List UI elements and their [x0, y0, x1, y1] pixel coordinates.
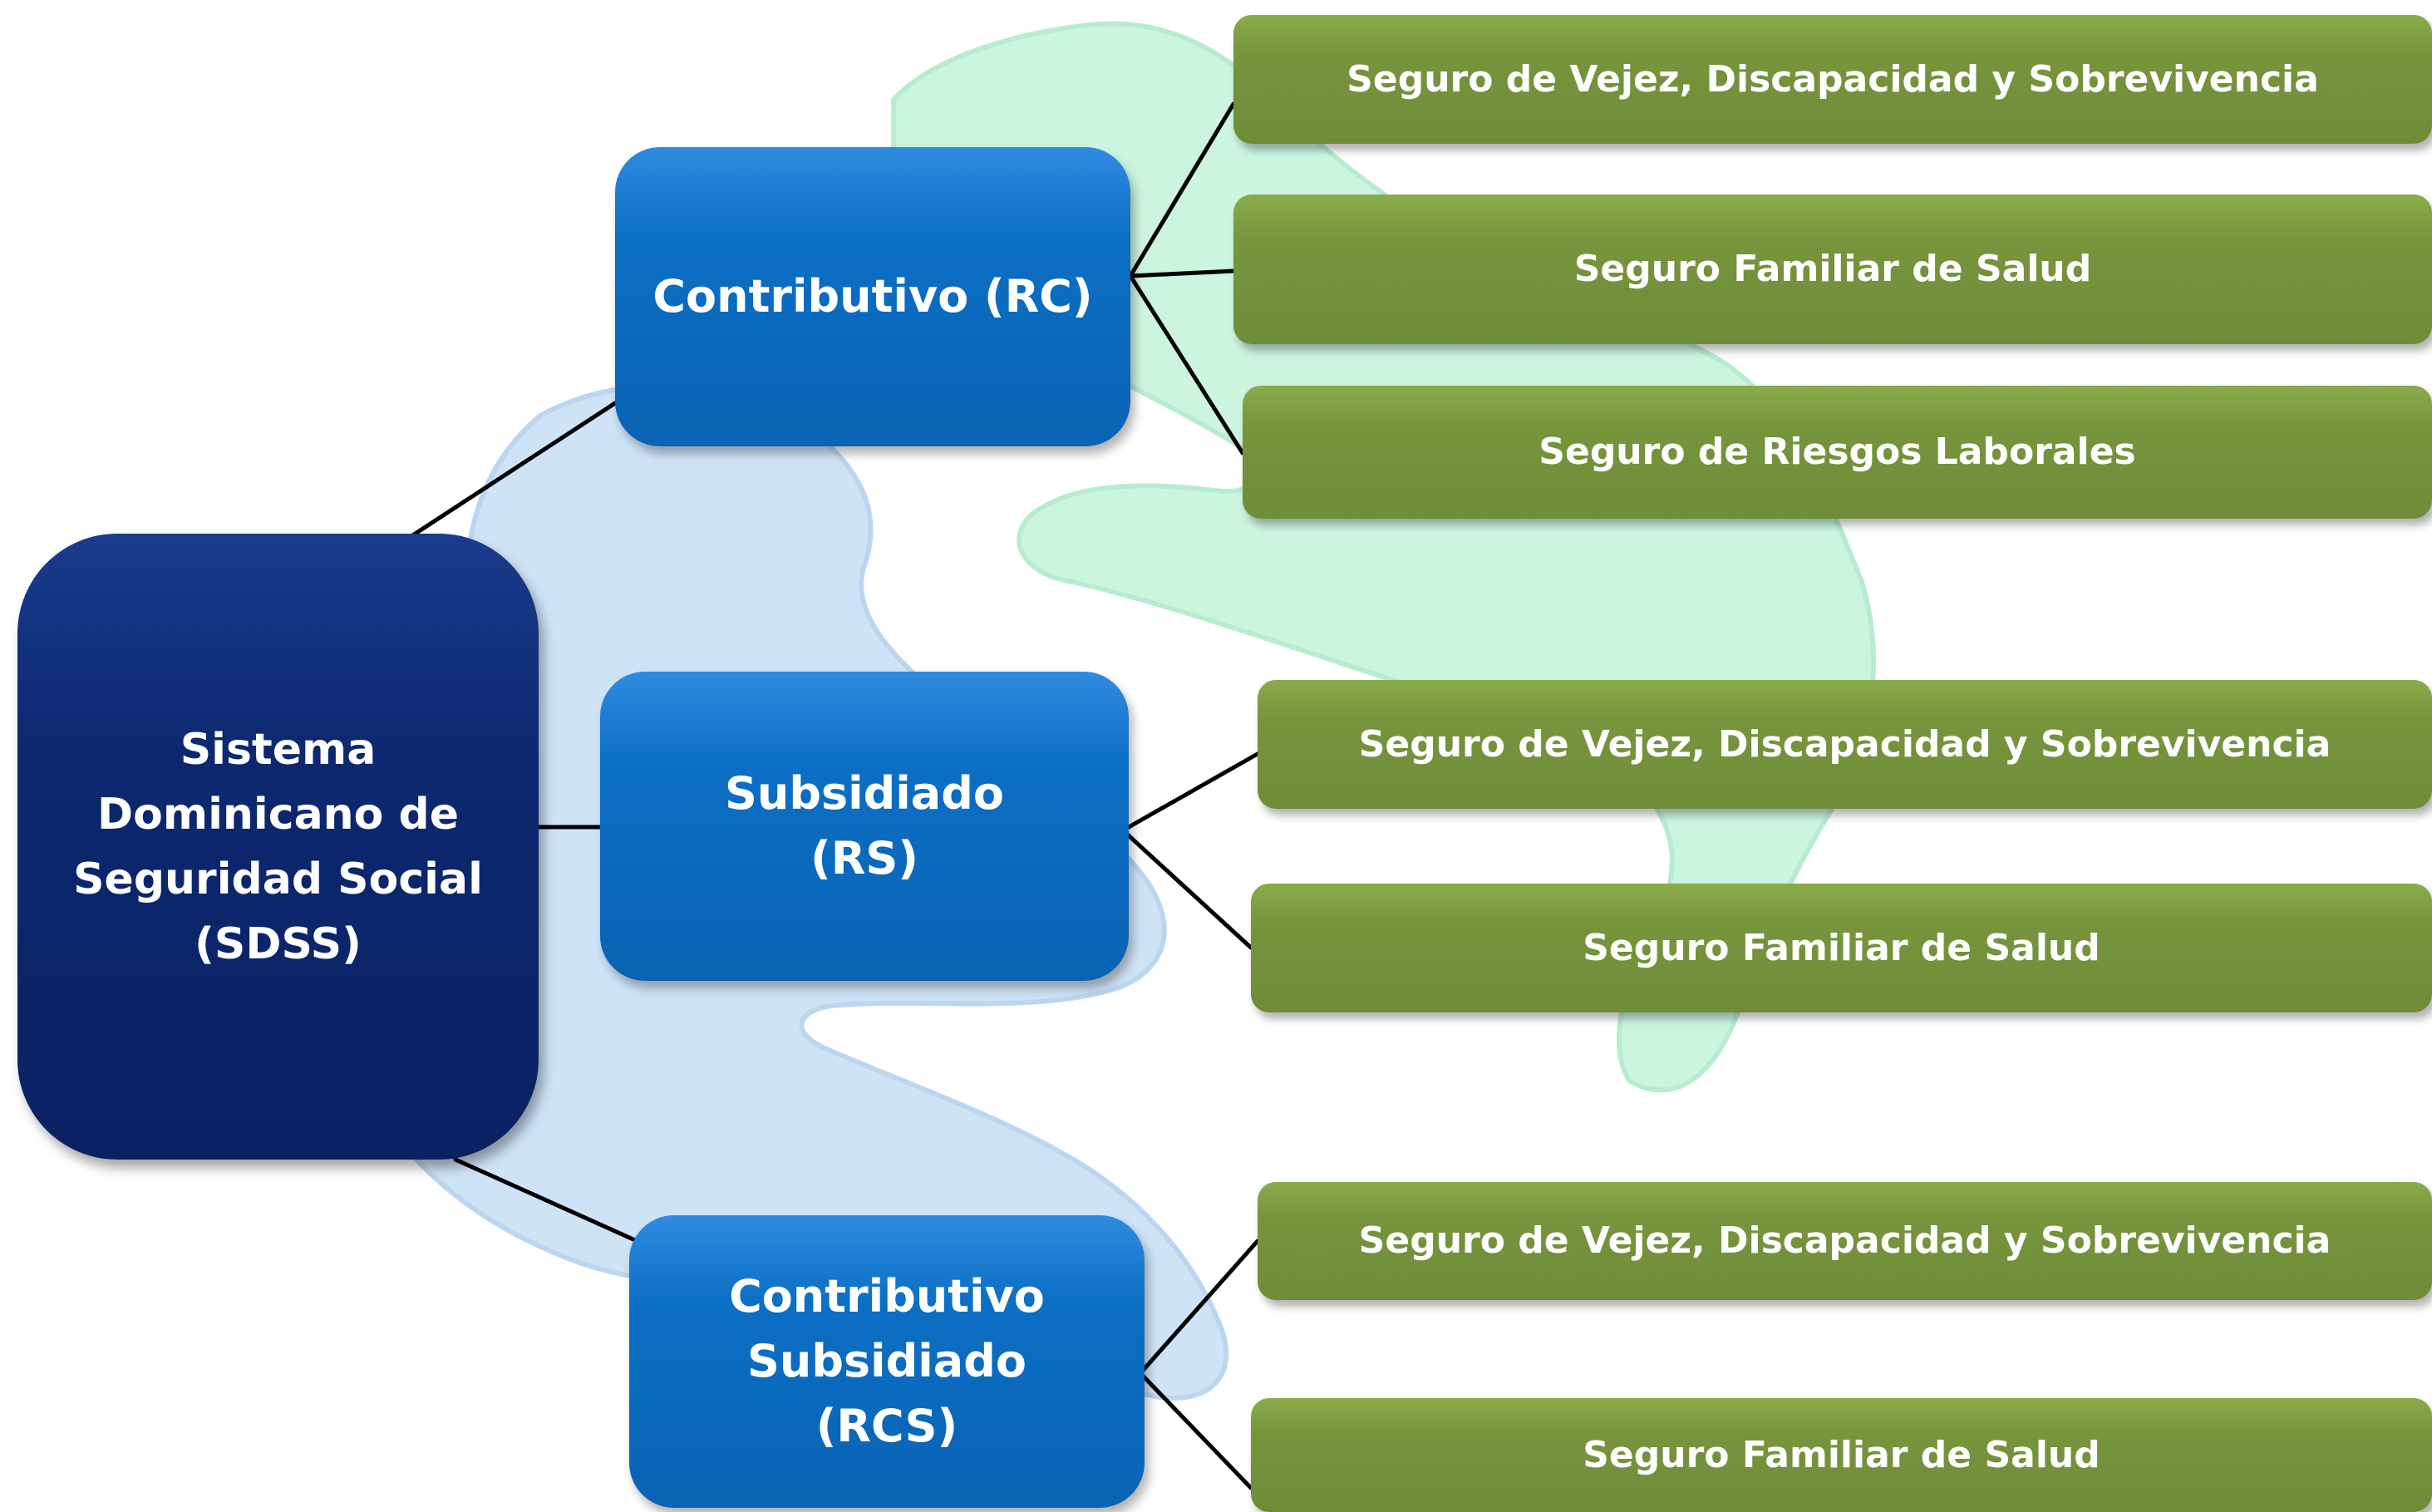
insurance-node-label: Seguro de Vejez, Discapacidad y Sobreviv… [1358, 722, 2331, 766]
insurance-node-label: Seguro de Riesgos Laborales [1538, 431, 2136, 473]
insurance-node-label: Seguro de Vejez, Discapacidad y Sobreviv… [1358, 1219, 2331, 1262]
regime-node-rs: Subsidiado (RS) [600, 672, 1129, 981]
insurance-node-label: Seguro Familiar de Salud [1583, 926, 2100, 969]
regime-node-rc: Contributivo (RC) [615, 147, 1130, 446]
insurance-node-rc-riesgos: Seguro de Riesgos Laborales [1243, 386, 2432, 519]
root-node-line: (SDSS) [194, 919, 362, 969]
regime-node-line: Subsidiado [725, 767, 1004, 820]
root-node-line: Sistema [180, 724, 377, 775]
insurance-node-rcs-salud: Seguro Familiar de Salud [1251, 1398, 2432, 1512]
insurance-node-rcs-vejez: Seguro de Vejez, Discapacidad y Sobreviv… [1258, 1182, 2432, 1300]
insurance-node-rs-salud: Seguro Familiar de Salud [1251, 884, 2432, 1012]
regime-node-line: Contributivo [729, 1270, 1045, 1322]
regime-node-line: (RS) [810, 832, 918, 884]
root-node-line: Seguridad Social [73, 854, 483, 904]
insurance-node-rs-vejez: Seguro de Vejez, Discapacidad y Sobreviv… [1258, 680, 2432, 809]
regime-node-rcs: Contributivo Subsidiado (RCS) [629, 1215, 1145, 1508]
root-node-sdss: Sistema Dominicano de Seguridad Social (… [17, 534, 539, 1160]
root-node-line: Dominicano de [97, 789, 459, 840]
regime-node-line: Subsidiado [746, 1335, 1026, 1387]
insurance-node-label: Seguro de Vejez, Discapacidad y Sobreviv… [1346, 57, 2319, 101]
regime-node-line: Contributivo (RC) [652, 270, 1093, 323]
insurance-node-label: Seguro Familiar de Salud [1583, 1433, 2100, 1476]
regime-node-line: (RCS) [815, 1400, 958, 1452]
insurance-node-label: Seguro Familiar de Salud [1573, 248, 2092, 290]
insurance-node-rc-vejez: Seguro de Vejez, Discapacidad y Sobreviv… [1233, 15, 2432, 144]
insurance-node-rc-salud: Seguro Familiar de Salud [1233, 195, 2432, 344]
